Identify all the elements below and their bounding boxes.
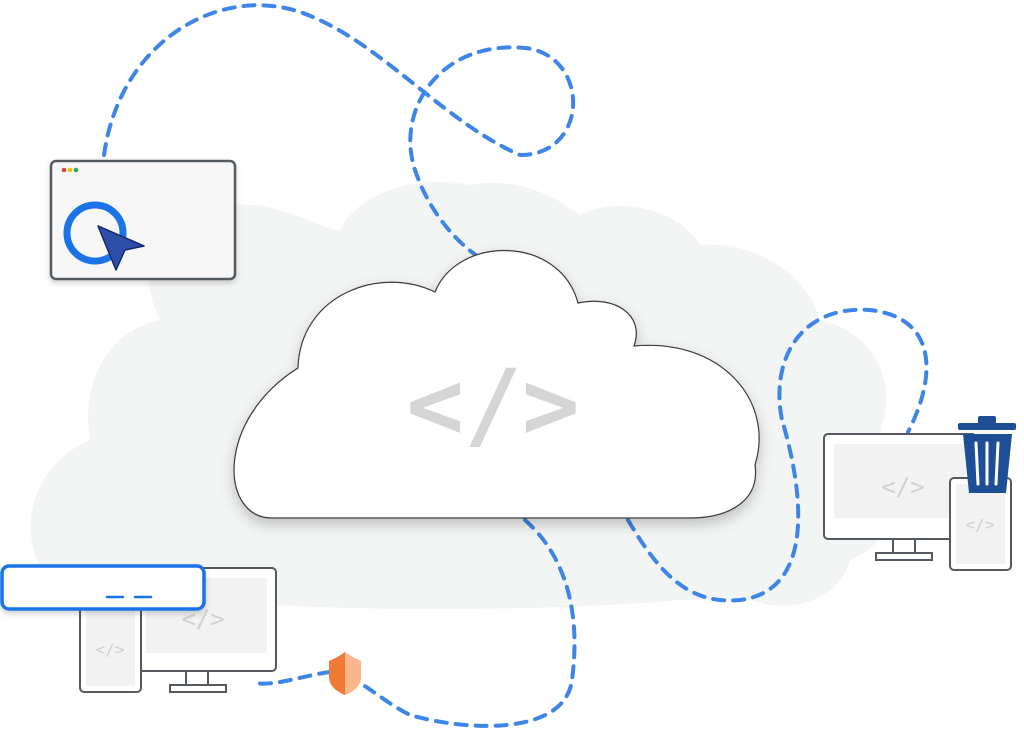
central-cloud: </> xyxy=(233,250,760,519)
left-toolbar-panel xyxy=(0,564,206,611)
loading-ring-icon xyxy=(63,201,127,265)
trash-handle xyxy=(978,416,996,424)
connection-paths xyxy=(102,3,929,728)
right-monitor-screen xyxy=(834,444,966,518)
left-phone-code: </> xyxy=(96,640,125,659)
shield-highlight xyxy=(345,652,361,695)
shield-icon xyxy=(329,652,361,695)
traffic-light-green xyxy=(73,167,79,173)
path-shield-to-left-device xyxy=(250,670,332,686)
right-monitor-base xyxy=(875,552,933,561)
path-browser-to-cloud xyxy=(102,3,576,260)
right-phone-code: </> xyxy=(966,515,995,534)
trash-rib-1 xyxy=(974,441,980,486)
left-monitor-base xyxy=(169,684,227,693)
left-device-group: </> </> xyxy=(0,564,277,693)
right-monitor-neck xyxy=(892,538,916,554)
right-monitor-code: </> xyxy=(881,473,924,501)
browser-window xyxy=(49,159,237,281)
left-phone-screen xyxy=(86,610,135,686)
cursor-arrow-icon xyxy=(97,225,145,271)
left-toolbar-frame xyxy=(0,564,206,611)
traffic-light-red xyxy=(61,167,67,173)
trash-lid xyxy=(958,423,1016,430)
browser-frame xyxy=(49,159,237,281)
right-monitor: </> xyxy=(823,433,977,561)
left-phone: </> xyxy=(79,603,142,693)
cloud-code-symbol: </> xyxy=(406,349,579,461)
left-monitor-neck xyxy=(185,670,209,686)
right-phone: </> xyxy=(949,477,1012,571)
right-device-group: </> </> xyxy=(823,416,1016,571)
cloud-shape xyxy=(233,250,760,519)
traffic-light-yellow xyxy=(67,167,73,173)
trash-rib-3 xyxy=(994,441,1000,486)
right-phone-screen xyxy=(956,484,1005,564)
path-cloud-to-left-device xyxy=(358,518,577,728)
trash-icon xyxy=(958,416,1016,493)
